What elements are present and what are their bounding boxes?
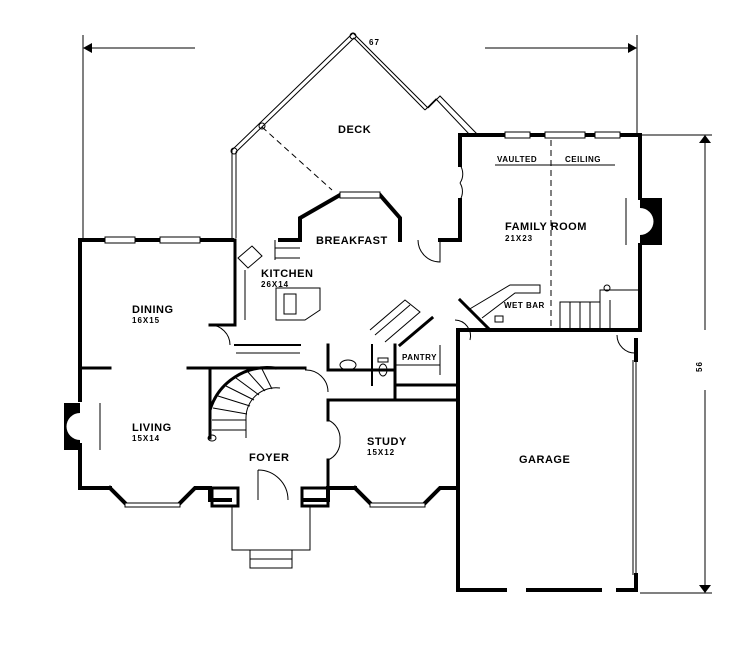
- dining-label: DINING: [132, 304, 174, 316]
- doors: [209, 164, 637, 501]
- windows: [104, 131, 637, 575]
- front-porch: [210, 486, 330, 569]
- pantry-label: PANTRY: [402, 353, 437, 362]
- kitchen-size: 26X14: [261, 280, 289, 289]
- interior-walls: [78, 238, 493, 490]
- vaulted-ceiling-note: VAULTED CEILING: [495, 140, 615, 330]
- garage-label: GARAGE: [519, 454, 570, 466]
- deck-label: DECK: [338, 124, 371, 136]
- ceiling-label: CEILING: [565, 155, 601, 164]
- wet-bar-label: WET BAR: [504, 301, 545, 310]
- foyer-label: FOYER: [249, 452, 289, 464]
- family-room-size: 21X23: [505, 234, 533, 243]
- family-room-label: FAMILY ROOM: [505, 221, 587, 233]
- living-label: LIVING: [132, 422, 172, 434]
- width-dimension: 67: [82, 35, 638, 240]
- width-label: 67: [369, 38, 380, 47]
- room-labels: FAMILY ROOM 21X23 BREAKFAST KITCHEN 26X1…: [132, 221, 587, 466]
- rear-staircase-icon: [559, 284, 640, 330]
- kitchen-fixtures: [237, 240, 321, 321]
- study-label: STUDY: [367, 436, 407, 448]
- depth-dimension: 56: [640, 134, 712, 594]
- breakfast-label: BREAKFAST: [316, 235, 388, 247]
- dining-size: 16X15: [132, 316, 160, 325]
- wet-bar-counter: [467, 284, 541, 323]
- kitchen-label: KITCHEN: [261, 268, 313, 280]
- deck: DECK: [230, 32, 479, 238]
- fireplace-family-icon: [625, 198, 662, 245]
- vaulted-label: VAULTED: [497, 155, 537, 164]
- depth-label: 56: [695, 361, 704, 372]
- study-size: 15X12: [367, 448, 395, 457]
- pantry-shelves: [369, 299, 421, 343]
- fireplace-living-icon: [64, 403, 101, 450]
- main-staircase-icon: [207, 366, 281, 442]
- bathroom-fixtures: [339, 357, 389, 377]
- living-size: 15X14: [132, 434, 160, 443]
- exterior-walls: [78, 133, 642, 592]
